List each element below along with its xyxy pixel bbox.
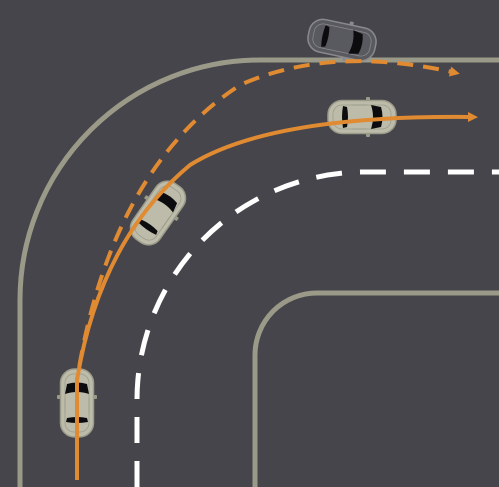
turning-diagram: [0, 0, 499, 487]
